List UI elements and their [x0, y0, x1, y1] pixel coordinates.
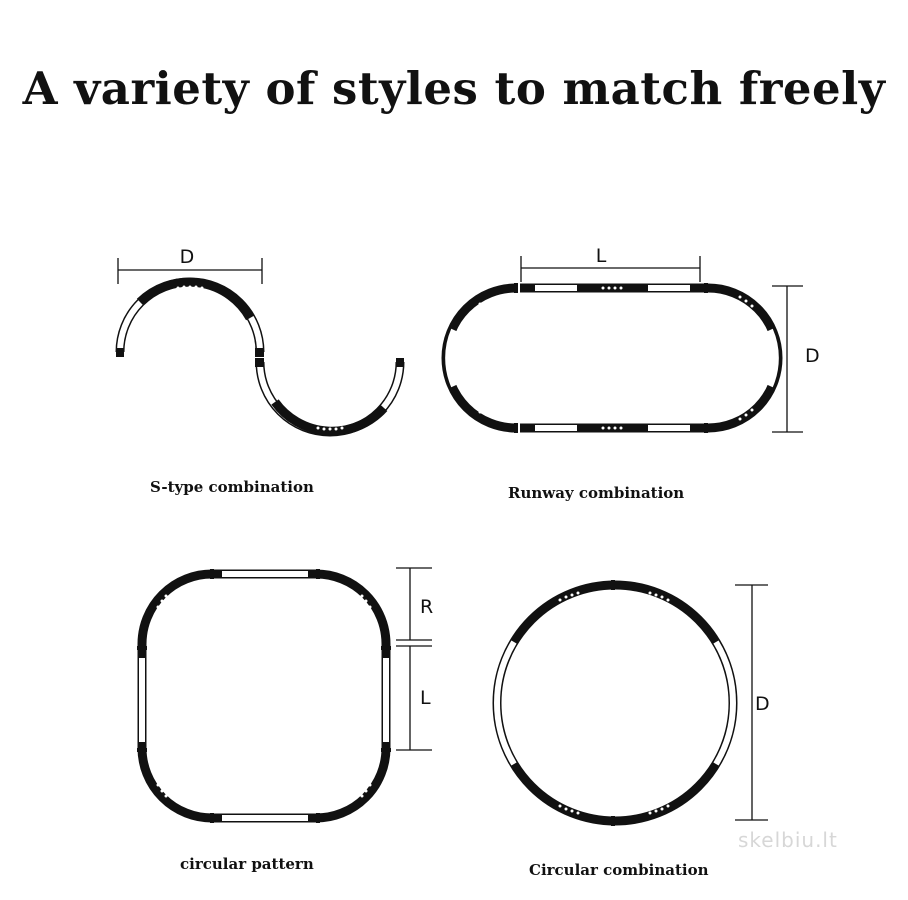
circular-combination-label-d: D: [755, 693, 770, 715]
s-type-leds-top: [176, 285, 204, 290]
circular-pattern-caption: circular pattern: [180, 855, 314, 873]
circular-pattern-label-r: R: [420, 596, 433, 618]
circular-pattern-diagram: R L: [137, 567, 433, 823]
watermark: skelbiu.lt: [738, 828, 838, 852]
s-type-upper-arc-dark: [136, 277, 254, 321]
runway-dimension-d: [772, 285, 803, 433]
s-type-label-d: D: [180, 246, 195, 268]
runway-diagram: L D: [441, 245, 820, 433]
s-type-upper-arc-light: [115, 277, 265, 353]
s-type-lower-arc-light: [255, 361, 405, 437]
circular-combination-dimension-d: [735, 584, 768, 821]
runway-dimension-l: [520, 256, 701, 282]
s-type-leds-bottom: [316, 426, 344, 431]
s-type-dimension-d: [117, 258, 263, 284]
circular-combination-diagram: D: [492, 580, 770, 826]
circular-pattern-label-l: L: [420, 687, 431, 709]
runway-caption: Runway combination: [508, 484, 685, 502]
circular-combination-caption: Circular combination: [529, 861, 709, 879]
page-title: A variety of styles to match freely: [22, 62, 886, 115]
runway-label-d: D: [805, 345, 820, 367]
runway-label-l: L: [596, 245, 607, 267]
s-type-diagram: D: [115, 246, 405, 437]
circular-pattern-dimension-rl: [396, 567, 432, 751]
s-type-caption: S-type combination: [150, 478, 314, 496]
s-type-lower-arc-dark: [271, 399, 388, 436]
